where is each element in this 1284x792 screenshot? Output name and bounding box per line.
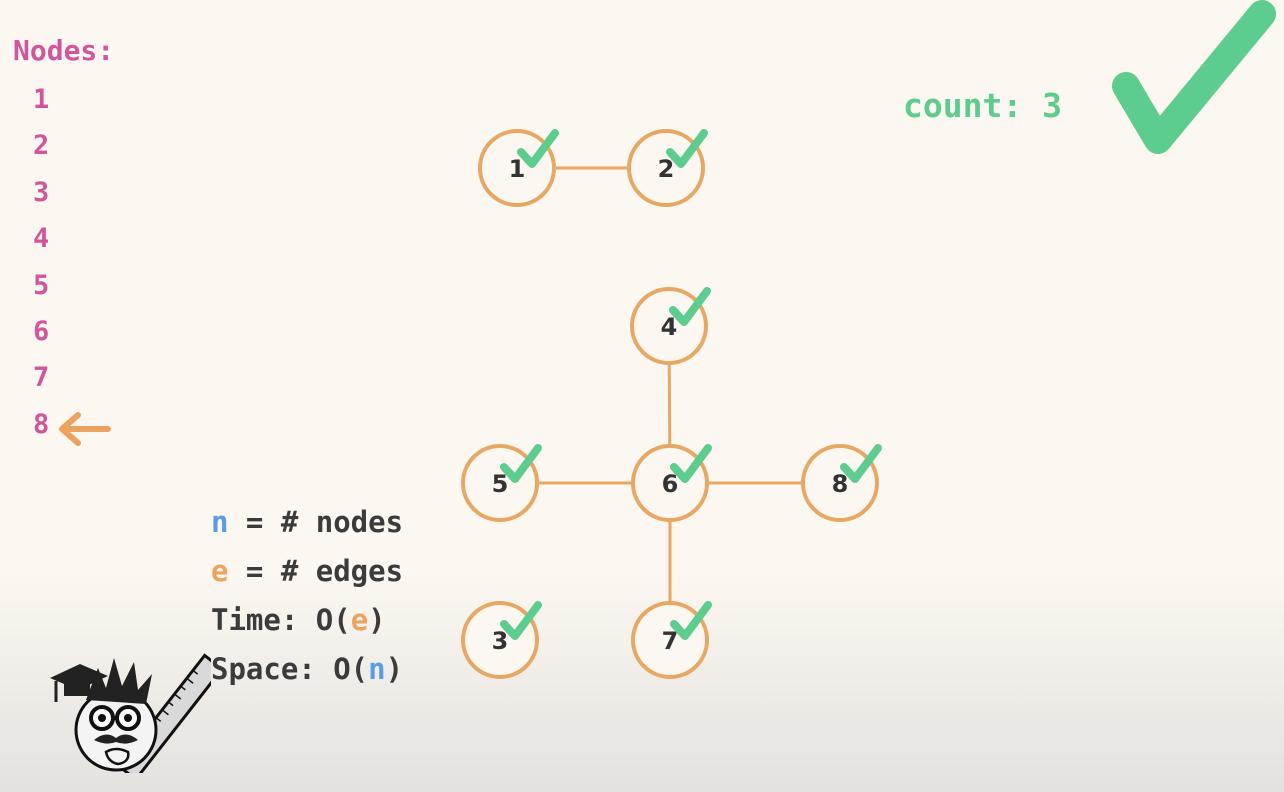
check-icon (500, 601, 542, 640)
space-suffix: ) (385, 652, 404, 686)
space-complexity: Space: O(n) (211, 647, 403, 696)
graph-node: 3 (461, 601, 542, 679)
node-label: 1 (509, 155, 526, 183)
check-icon (670, 444, 712, 483)
graph-node: 1 (478, 129, 559, 207)
node-label: 6 (662, 470, 679, 498)
check-icon (517, 129, 559, 168)
n-description: = # nodes (228, 505, 404, 539)
node-label: 7 (662, 627, 679, 655)
node-circle (801, 444, 879, 522)
node-label: 3 (492, 627, 509, 655)
node-circle (461, 601, 539, 679)
node-list-item: 7 (33, 362, 50, 394)
node-circle (630, 287, 708, 365)
node-list-item: 8 (33, 408, 50, 440)
left-arrow-icon (59, 412, 111, 446)
check-icon (500, 444, 542, 483)
time-complexity: Time: O(e) (211, 598, 403, 647)
graph-node: 6 (631, 444, 712, 522)
n-variable: n (211, 505, 229, 539)
time-variable: e (350, 603, 369, 637)
node-circle (478, 129, 556, 207)
node-list-item: 4 (33, 223, 50, 255)
node-circle (627, 129, 705, 207)
e-variable: e (211, 554, 229, 588)
graph-node: 5 (461, 444, 542, 522)
graph-node: 2 (627, 129, 708, 207)
mascot-logo (50, 653, 211, 773)
nodes-heading: Nodes: (13, 34, 115, 67)
space-variable: n (368, 652, 386, 686)
e-definition: e = # edges (211, 549, 403, 598)
e-description: = # edges (228, 554, 404, 588)
graph-node: 8 (801, 444, 882, 522)
node-label: 8 (832, 470, 849, 498)
node-label: 4 (661, 313, 678, 341)
complexity-notes: n = # nodes e = # edges Time: O(e) Space… (211, 500, 403, 696)
node-list-item: 2 (33, 130, 50, 162)
node-circle (631, 601, 709, 679)
node-list-item: 6 (33, 315, 50, 347)
node-list-item: 3 (33, 176, 50, 208)
node-list: 1 2 3 4 5 6 7 8 (33, 80, 49, 451)
node-label: 5 (492, 470, 509, 498)
node-circle (461, 444, 539, 522)
space-prefix: Space: O( (211, 652, 369, 686)
node-label: 2 (658, 155, 675, 183)
check-icon (666, 129, 708, 168)
time-suffix: ) (368, 603, 386, 637)
graph-node: 4 (630, 287, 711, 365)
check-icon (669, 287, 711, 326)
n-definition: n = # nodes (211, 500, 403, 549)
check-icon (670, 601, 712, 640)
check-icon (840, 444, 882, 483)
count-label: count: 3 (903, 86, 1062, 125)
node-list-item: 5 (33, 269, 50, 301)
node-circle (631, 444, 709, 522)
graph-node: 7 (631, 601, 712, 679)
node-list-item: 1 (33, 84, 50, 115)
check-icon (1112, 0, 1276, 154)
time-prefix: Time: O( (211, 603, 351, 637)
